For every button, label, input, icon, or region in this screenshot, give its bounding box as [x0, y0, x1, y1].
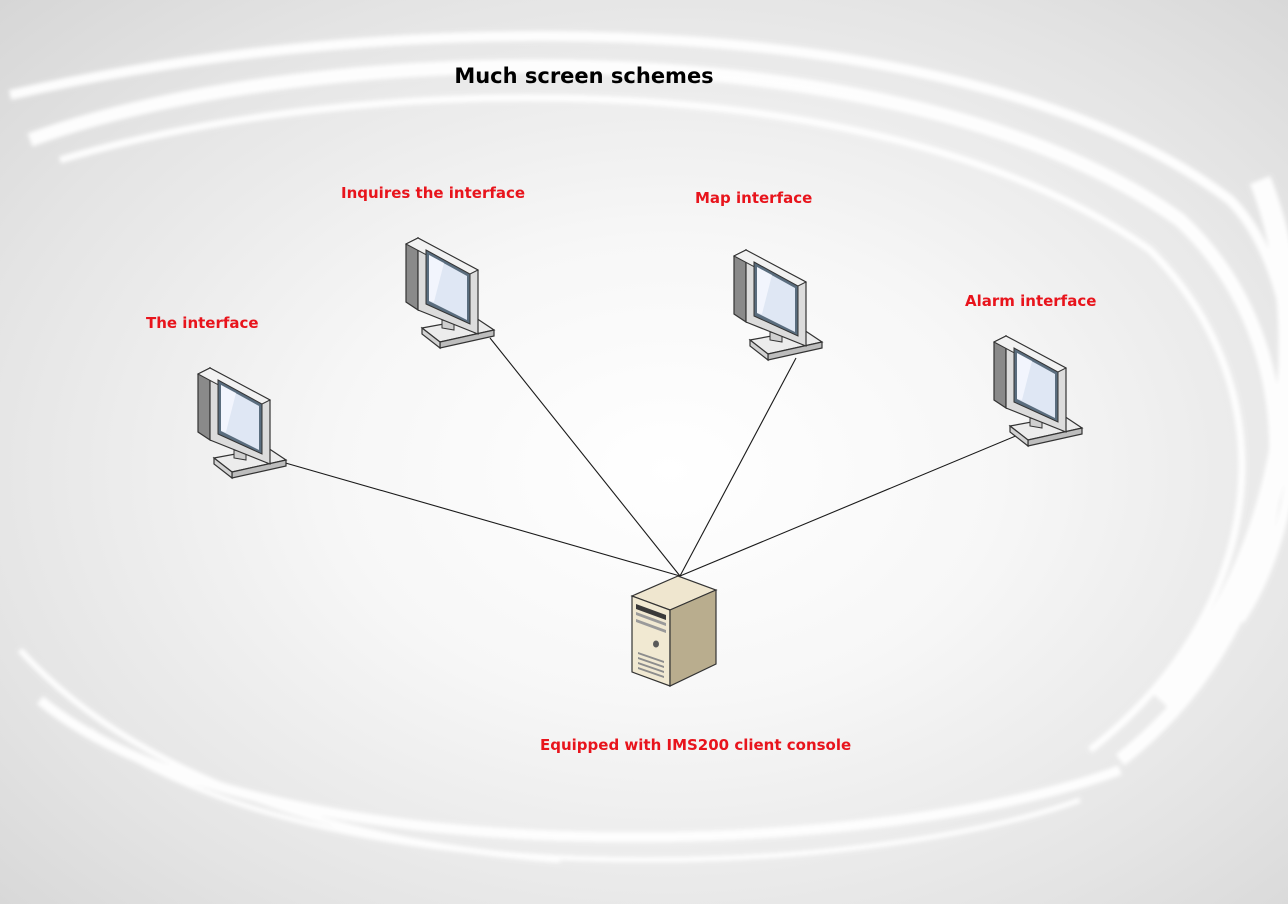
label-alarm-interface: Alarm interface: [965, 292, 1097, 310]
monitor-icon: [732, 249, 824, 362]
wire-inquires-interface: [489, 337, 681, 577]
monitor-icon: [404, 237, 496, 350]
wire-the-interface: [281, 461, 681, 577]
wire-alarm-interface: [679, 429, 1031, 577]
monitor-icon: [196, 367, 288, 480]
label-the-interface: The interface: [146, 314, 259, 332]
wire-map-interface: [679, 357, 797, 577]
diagram-title: Much screen schemes: [454, 64, 714, 88]
label-client-console: Equipped with IMS200 client console: [540, 736, 852, 754]
monitor-icon: [992, 335, 1084, 448]
label-map-interface: Map interface: [695, 189, 813, 207]
label-inquires-interface: Inquires the interface: [341, 184, 526, 202]
server-tower-icon: [630, 575, 718, 687]
